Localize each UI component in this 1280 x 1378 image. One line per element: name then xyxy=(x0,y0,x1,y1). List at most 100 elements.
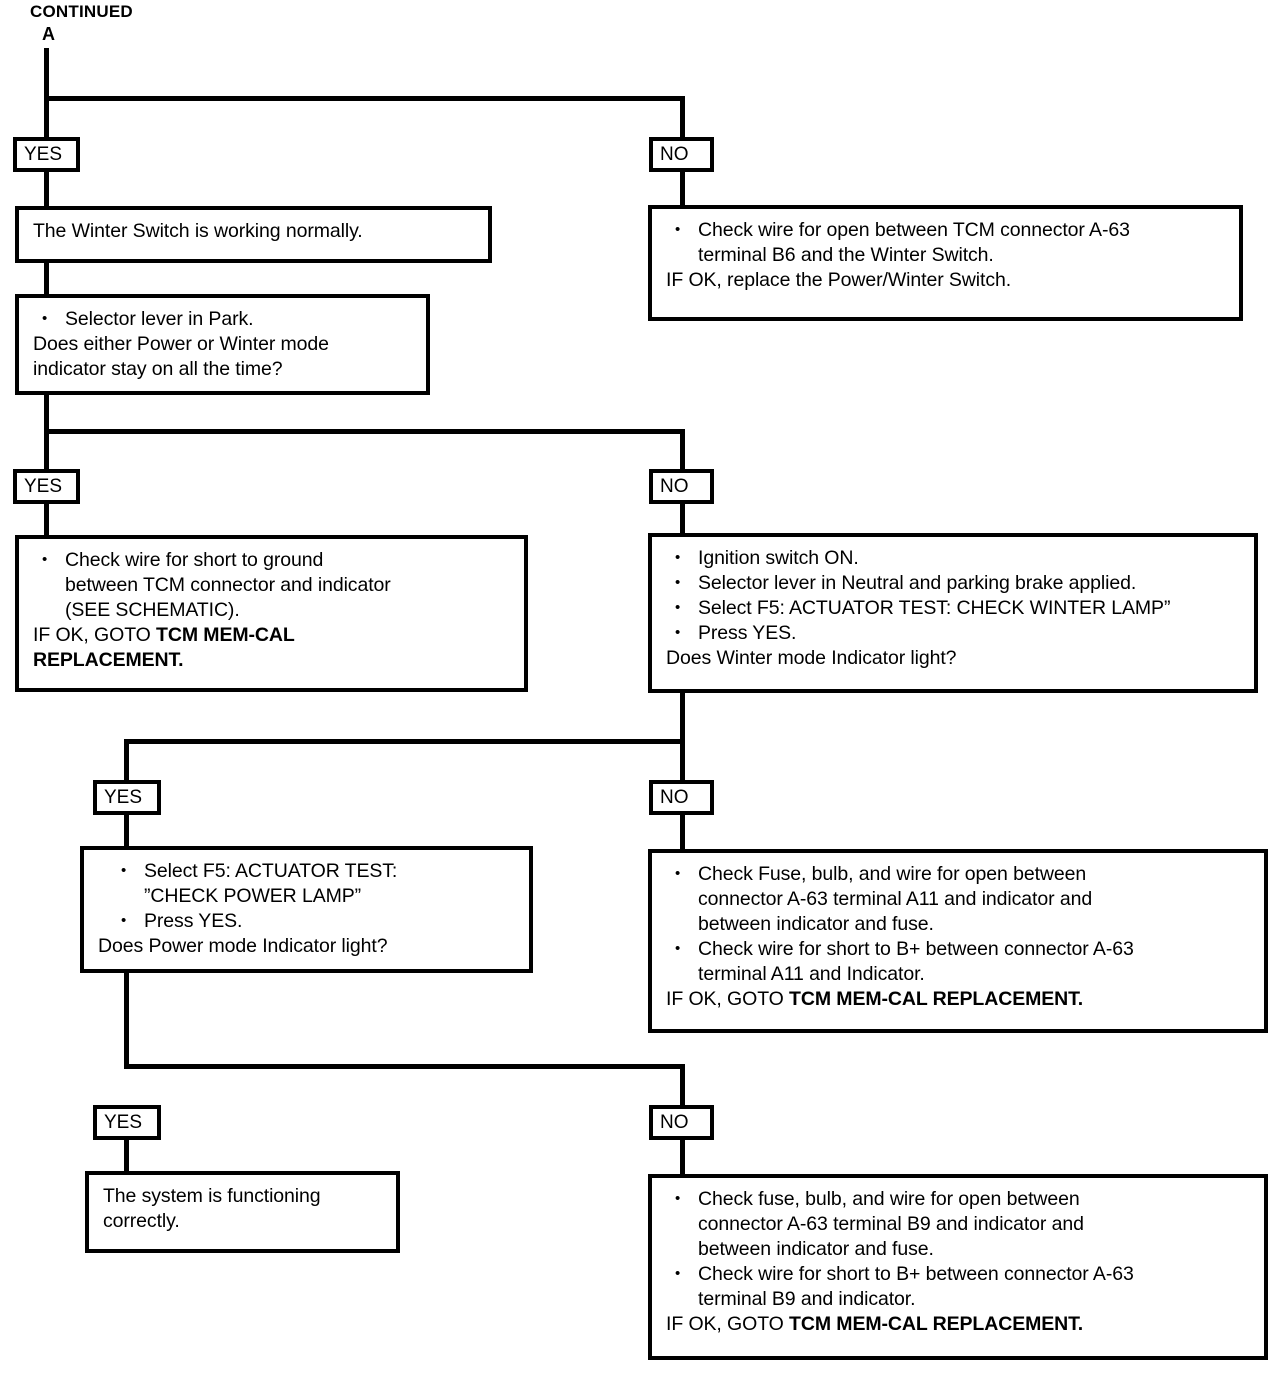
connector-split-1 xyxy=(44,96,685,101)
connector-split-3-right xyxy=(680,739,685,781)
connector-split-4-right xyxy=(680,1064,685,1106)
connector-a-down xyxy=(44,48,49,100)
branch-tag-label: YES xyxy=(24,476,63,497)
box-power-lamp-test: Select F5: ACTUATOR TEST: ”CHECK POWER L… xyxy=(80,846,533,973)
footer-bold: TCM MEM-CAL xyxy=(156,624,295,646)
bullet-line: connector A-63 terminal B9 and indicator… xyxy=(698,1213,1084,1235)
connector-split-2 xyxy=(44,429,685,434)
question-line: indicator stay on all the time? xyxy=(33,358,283,380)
box-text-line: The Winter Switch is working normally. xyxy=(33,220,363,242)
box-system-ok: The system is functioning correctly. xyxy=(85,1171,400,1253)
footer-bold: TCM MEM-CAL REPLACEMENT. xyxy=(789,988,1084,1010)
bullet-item: Select F5: ACTUATOR TEST: ”CHECK POWER L… xyxy=(121,858,519,909)
box-short-to-ground: Check wire for short to ground between T… xyxy=(15,535,528,692)
box-winter-lamp-test: Ignition switch ON. Selector lever in Ne… xyxy=(648,533,1258,693)
branch-tag-yes-3: YES xyxy=(93,780,161,815)
bullet-item: Select F5: ACTUATOR TEST: CHECK WINTER L… xyxy=(675,595,1244,621)
box-check-b9: Check fuse, bulb, and wire for open betw… xyxy=(648,1174,1268,1360)
bullet-list: Selector lever in Park. xyxy=(33,306,416,332)
branch-tag-no-3: NO xyxy=(649,780,714,815)
bullet-line: terminal A11 and Indicator. xyxy=(698,963,925,985)
connector-yes3-down xyxy=(124,813,129,848)
bullet-item: Selector lever in Neutral and parking br… xyxy=(675,570,1244,596)
connector-split-1-right xyxy=(680,96,685,138)
connector-split-4 xyxy=(124,1064,685,1069)
connector-split-3-left xyxy=(124,739,129,781)
connector-power-lamp-down xyxy=(124,971,129,1068)
branch-tag-no-1: NO xyxy=(649,137,714,172)
bullet-line: between TCM connector and indicator xyxy=(65,574,391,596)
branch-tag-label: YES xyxy=(24,144,63,165)
branch-tag-no-4: NO xyxy=(649,1105,714,1140)
bullet-list: Select F5: ACTUATOR TEST: ”CHECK POWER L… xyxy=(98,858,519,934)
box-footer: IF OK, replace the Power/Winter Switch. xyxy=(666,269,1012,291)
connector-no2-down xyxy=(680,502,685,537)
bullet-line: ”CHECK POWER LAMP” xyxy=(144,885,362,907)
branch-tag-label: YES xyxy=(104,787,143,808)
bullet-item: Check wire for short to B+ between conne… xyxy=(675,1261,1254,1312)
footer-bold: REPLACEMENT. xyxy=(33,649,184,671)
box-footer: IF OK, GOTO TCM MEM-CAL REPLACEMENT. xyxy=(666,1312,1254,1337)
box-check-a11: Check Fuse, bulb, and wire for open betw… xyxy=(648,849,1268,1033)
bullet-list: Check Fuse, bulb, and wire for open betw… xyxy=(666,861,1254,987)
bullet-line: between indicator and fuse. xyxy=(698,1238,934,1260)
branch-tag-no-2: NO xyxy=(649,469,714,504)
branch-tag-yes-2: YES xyxy=(13,469,80,504)
connector-selector-park-down xyxy=(44,393,49,433)
connector-split-2-right xyxy=(680,429,685,469)
bullet-item: Ignition switch ON. xyxy=(675,545,1244,571)
branch-tag-yes-1: YES xyxy=(13,137,80,172)
bullet-item: Check wire for short to ground between T… xyxy=(42,547,514,623)
box-winter-switch-normal: The Winter Switch is working normally. xyxy=(15,206,492,263)
bullet-line: between indicator and fuse. xyxy=(698,913,934,935)
question-line: Does either Power or Winter mode xyxy=(33,333,329,355)
connector-no3-down xyxy=(680,813,685,851)
branch-tag-label: NO xyxy=(660,476,689,497)
box-text-line: correctly. xyxy=(103,1210,180,1232)
bullet-item: Press YES. xyxy=(675,620,1244,646)
connector-yes1-down xyxy=(44,170,49,208)
connector-to-selector-park xyxy=(44,261,49,296)
branch-tag-label: NO xyxy=(660,144,689,165)
connector-yes2-down xyxy=(44,502,49,537)
bullet-line: connector A-63 terminal A11 and indicato… xyxy=(698,888,1093,910)
connector-yes4-down xyxy=(124,1138,129,1173)
connector-no1-down xyxy=(680,170,685,208)
footer-bold: TCM MEM-CAL REPLACEMENT. xyxy=(789,1313,1084,1335)
connector-split-2-left xyxy=(44,429,49,469)
bullet-line: (SEE SCHEMATIC). xyxy=(65,599,240,621)
branch-tag-label: NO xyxy=(660,787,689,808)
bullet-line: Check fuse, bulb, and wire for open betw… xyxy=(698,1188,1080,1210)
box-text-line: The system is functioning xyxy=(103,1185,321,1207)
bullet-item: Check Fuse, bulb, and wire for open betw… xyxy=(675,861,1254,937)
footer-prefix: IF OK, GOTO xyxy=(666,1313,790,1335)
bullet-line: Check wire for open between TCM connecto… xyxy=(698,219,1130,241)
bullet-item: Check wire for short to B+ between conne… xyxy=(675,936,1254,987)
bullet-line: terminal B9 and indicator. xyxy=(698,1288,916,1310)
footer-prefix: IF OK, GOTO xyxy=(33,624,157,646)
branch-tag-label: NO xyxy=(660,1112,689,1133)
branch-tag-label: YES xyxy=(104,1112,143,1133)
bullet-item: Check wire for open between TCM connecto… xyxy=(675,217,1229,268)
bullet-list: Ignition switch ON. Selector lever in Ne… xyxy=(666,545,1244,646)
footer-prefix: IF OK, GOTO xyxy=(666,988,790,1010)
bullet-item: Check fuse, bulb, and wire for open betw… xyxy=(675,1186,1254,1262)
bullet-line: Check wire for short to ground xyxy=(65,549,324,571)
bullet-list: Check wire for open between TCM connecto… xyxy=(666,217,1229,268)
branch-tag-yes-4: YES xyxy=(93,1105,161,1140)
bullet-item: Selector lever in Park. xyxy=(42,306,416,332)
bullet-list: Check fuse, bulb, and wire for open betw… xyxy=(666,1186,1254,1312)
connector-split-3 xyxy=(124,739,685,744)
question-line: Does Winter mode Indicator light? xyxy=(666,647,957,669)
bullet-line: terminal B6 and the Winter Switch. xyxy=(698,244,994,266)
question-line: Does Power mode Indicator light? xyxy=(98,935,388,957)
bullet-line: Select F5: ACTUATOR TEST: xyxy=(144,860,398,882)
bullet-line: Check wire for short to B+ between conne… xyxy=(698,1263,1134,1285)
bullet-line: Check Fuse, bulb, and wire for open betw… xyxy=(698,863,1087,885)
box-footer: IF OK, GOTO TCM MEM-CAL REPLACEMENT. xyxy=(666,987,1254,1012)
bullet-line: Check wire for short to B+ between conne… xyxy=(698,938,1134,960)
bullet-list: Check wire for short to ground between T… xyxy=(33,547,514,623)
box-check-open-b6: Check wire for open between TCM connecto… xyxy=(648,205,1243,321)
box-selector-park: Selector lever in Park. Does either Powe… xyxy=(15,294,430,395)
